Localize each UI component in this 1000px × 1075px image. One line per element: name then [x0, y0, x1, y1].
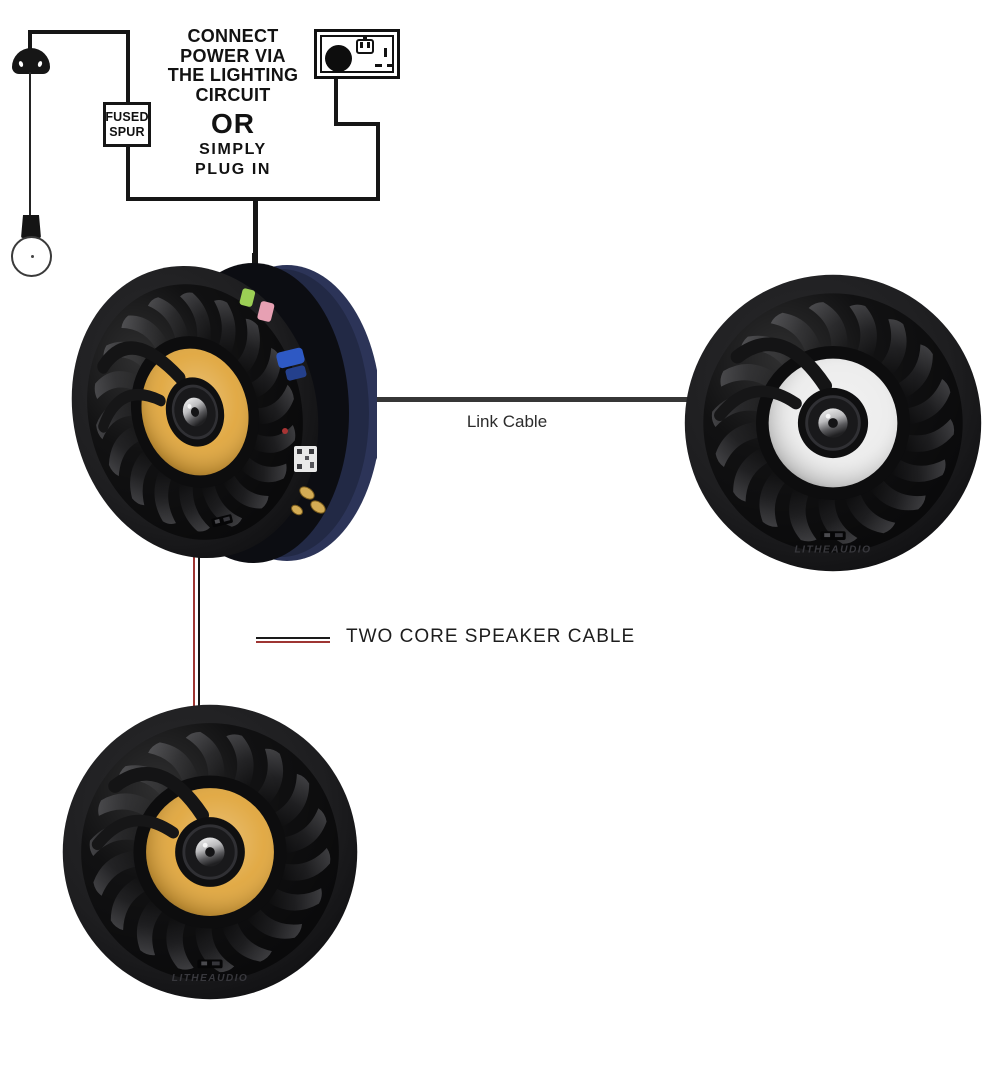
master-speaker — [55, 253, 377, 569]
pendant-cord — [29, 72, 31, 217]
speaker-terminal-gold — [291, 504, 303, 516]
speaker-side-details — [239, 288, 326, 516]
light-bulb-icon — [11, 236, 52, 277]
link-cable-label: Link Cable — [466, 412, 548, 431]
instruction-line: SIMPLY — [199, 141, 267, 158]
slave-speaker-bottom: LITHEAUDIO — [55, 697, 365, 1007]
instruction-line: CONNECT — [187, 26, 279, 46]
socket-faceplate — [320, 35, 394, 73]
socket-neutral-slot — [387, 64, 394, 67]
legend-black-line — [256, 637, 330, 639]
plug-cord-vertical — [334, 78, 338, 126]
instruction-line: PLUG IN — [194, 161, 272, 178]
ceiling-rose-icon — [12, 48, 50, 74]
lighting-circuit-wire-top — [28, 30, 130, 34]
link-cable-line — [352, 397, 692, 402]
aux-connector-green — [239, 288, 256, 307]
or-label: OR — [211, 108, 255, 139]
socket-earth-slot — [384, 48, 387, 57]
speaker-face — [63, 705, 358, 1000]
speaker-cable-red-core — [193, 556, 195, 708]
fused-spur-box: FUSED SPUR — [103, 102, 151, 147]
fused-spur-label-line1: FUSED — [105, 110, 149, 124]
wire-below-fused-spur — [126, 145, 130, 201]
brand-label: LITHEAUDIO — [794, 545, 871, 556]
instruction-line: CIRCUIT — [195, 84, 271, 105]
speaker-cable-black-core — [198, 556, 200, 708]
indicator-dot — [282, 428, 288, 434]
brand-label: LITHEAUDIO — [172, 973, 249, 984]
speaker-terminal-gold — [310, 500, 326, 514]
power-instructions: CONNECT POWER VIA THE LIGHTING CIRCUIT O… — [118, 26, 348, 180]
aux-connector-pink — [257, 301, 275, 322]
two-core-cable-label: TWO CORE SPEAKER CABLE — [346, 626, 636, 647]
wire-to-fused-spur — [126, 30, 130, 104]
speaker-terminal-gold — [299, 486, 315, 500]
bulb-holder-icon — [21, 215, 41, 238]
fused-spur-label-line2: SPUR — [109, 124, 145, 139]
pendant-stem-wire — [28, 33, 32, 50]
instruction-line: THE LIGHTING — [167, 65, 299, 85]
instruction-line: POWER VIA — [180, 45, 286, 66]
socket-outlet-glyph — [356, 36, 374, 54]
slave-speaker-right: LITHEAUDIO — [677, 267, 989, 579]
plug-cord-horizontal — [334, 122, 380, 126]
terminal-block-blue — [276, 347, 305, 369]
legend-red-line — [256, 641, 330, 643]
speaker-face — [685, 275, 981, 571]
qr-code-label — [294, 446, 317, 472]
socket-live-slot — [375, 64, 382, 67]
wall-socket-icon — [314, 29, 400, 79]
plug-cord-drop — [376, 122, 380, 201]
wire-to-master-speaker — [253, 199, 258, 299]
plug-icon — [325, 45, 352, 72]
